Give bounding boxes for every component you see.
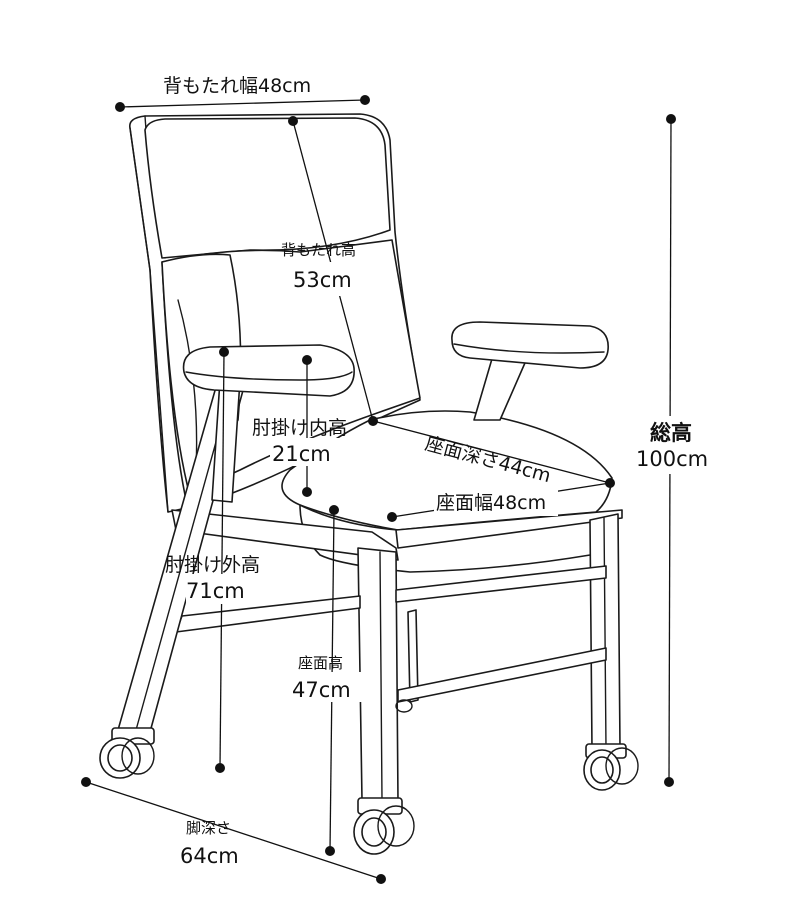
caster-front-right [583, 743, 639, 791]
backrest-height-value: 53cm [293, 268, 352, 292]
seat-height-label: 座面高 [298, 654, 343, 672]
total-height-value: 100cm [636, 447, 708, 471]
armrest-outer-height-label: 肘掛け外高 [165, 554, 260, 576]
total-height-label: 総高 [650, 421, 692, 445]
armrest-inner-height-label: 肘掛け内高 [252, 417, 347, 439]
armrest-outer-height-value: 71cm [186, 579, 245, 603]
caster-rear-left [99, 727, 155, 779]
seat-width-label: 座面幅48cm [436, 492, 546, 514]
armrest-inner-height-value: 21cm [272, 442, 331, 466]
caster-front-left [353, 797, 415, 855]
seat-height-value: 47cm [292, 678, 351, 702]
chair-body [99, 113, 639, 855]
backrest-height-label: 背もたれ高 [281, 241, 356, 259]
leg-depth-label: 脚深さ [186, 819, 231, 837]
backrest-width-label: 背もたれ幅48cm [163, 75, 311, 97]
leg-depth-value: 64cm [180, 844, 239, 868]
